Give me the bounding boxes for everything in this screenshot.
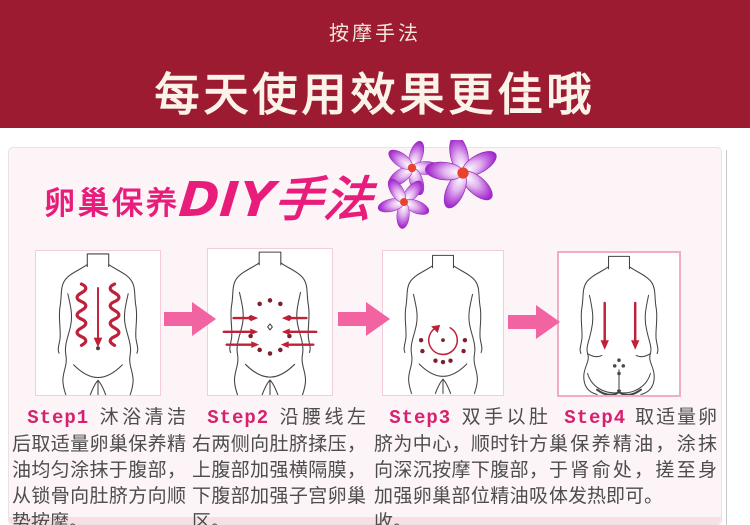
front-torso-circle-illustration [403,254,483,394]
step2-illustration [207,248,333,396]
spiral-massage-strokes [75,282,121,347]
step4-text: 取适量卵巢保养精油，涂抹于肾俞处，搓至身体发热即可。 [549,406,717,507]
right-arrow-icon [338,302,390,336]
panel-title-prefix: 卵巢保养 [44,186,180,222]
step4-label: Step4 [564,407,627,429]
step2-label: Step2 [207,407,270,429]
inward-arrows [222,314,318,348]
panel-title: 卵巢保养 DIY手法 [44,160,376,230]
torso-outline [57,253,139,395]
panel-title-diy: DIY手法 [176,172,376,228]
pressure-point-dots [418,337,468,365]
step3-illustration [382,250,504,396]
step1-text: 沐浴清洁后取适量卵巢保养精油均匀涂抹于腹部，从锁骨向肚脐方向顺势按摩。 [12,406,186,525]
step3-label: Step3 [389,407,452,429]
step3-text: 双手以肚脐为中心，顺时针方向深沉按摩下腹部，加强卵巢部位精油吸收。 [374,406,548,525]
front-torso-spiral-illustration [57,253,139,395]
torso-outline [579,255,659,395]
torso-outline [229,251,311,395]
step4-illustration [557,251,681,397]
front-torso-knead-illustration [222,251,318,395]
clockwise-circle-arrow [428,324,459,356]
flower-3 [377,178,430,229]
banner-subtitle: 按摩手法 [329,21,421,45]
step2-text: 沿腰线左右两侧向肚脐揉压，上腹部加强横隔膜，下腹部加强子宫卵巢区。 [192,406,366,525]
step1-illustration [35,250,161,396]
right-divider-line [726,150,727,525]
torso-outline [403,254,483,394]
center-down-arrow [93,287,103,348]
down-stroke-arrows [600,301,640,350]
right-arrow-icon [508,305,560,339]
header-banner: 按摩手法 每天使用效果更佳哦 [0,0,750,128]
banner-title: 每天使用效果更佳哦 [154,68,596,121]
flower-2 [425,140,497,209]
step1-label: Step1 [27,407,90,429]
purple-flower-decoration [377,140,497,229]
right-arrow-icon [164,302,216,336]
back-torso-illustration [579,255,659,395]
pressure-point-dots [248,298,292,356]
panel-bottom-strip [9,517,721,524]
